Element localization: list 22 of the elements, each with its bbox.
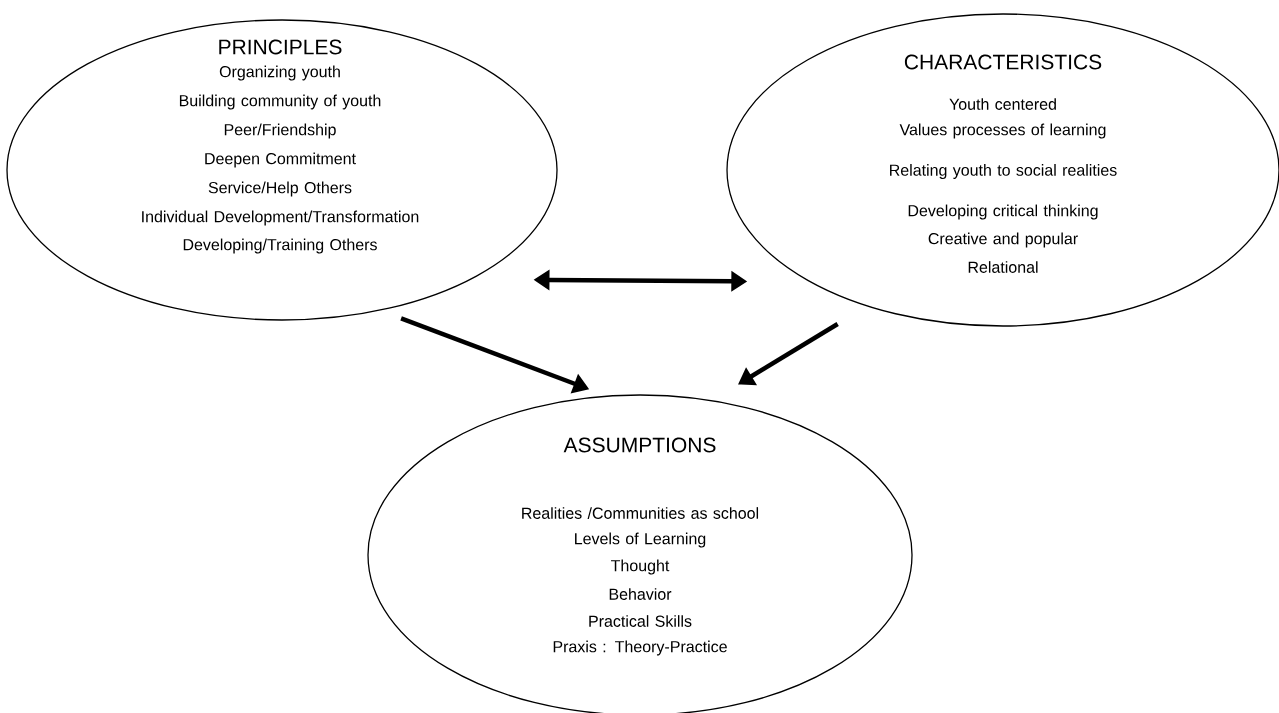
- list-item: Individual Development/Transformation: [142, 210, 419, 226]
- list-item: Creative and popular: [928, 232, 1078, 248]
- list-item: Deepen Commitment: [205, 152, 356, 168]
- list-item: Values processes of learning: [899, 123, 1106, 139]
- list-item: Relational: [968, 261, 1038, 273]
- list-item: Behavior: [609, 588, 672, 600]
- list-item: Practical Skills: [589, 615, 692, 627]
- node-heading: CHARACTERISTICS: [904, 54, 1102, 70]
- node-heading: ASSUMPTIONS: [563, 437, 716, 453]
- node-heading: PRINCIPLES: [219, 39, 342, 55]
- list-item: Praxis : Theory-Practice: [553, 640, 727, 656]
- list-item: Youth centered: [949, 98, 1056, 110]
- list-item: Developing/Training Others: [183, 238, 377, 254]
- list-item: Thought: [611, 559, 670, 575]
- list-item: Relating youth to social realities: [890, 164, 1117, 179]
- list-item: Realities /Communities as school: [522, 507, 759, 519]
- list-item: Developing critical thinking: [908, 204, 1098, 220]
- list-item: Peer/Friendship: [224, 123, 336, 139]
- list-item: Levels of Learning: [575, 532, 706, 548]
- list-item: Organizing youth: [219, 65, 340, 81]
- list-item: Service/Help Others: [208, 181, 352, 197]
- list-item: Building community of youth: [179, 94, 381, 110]
